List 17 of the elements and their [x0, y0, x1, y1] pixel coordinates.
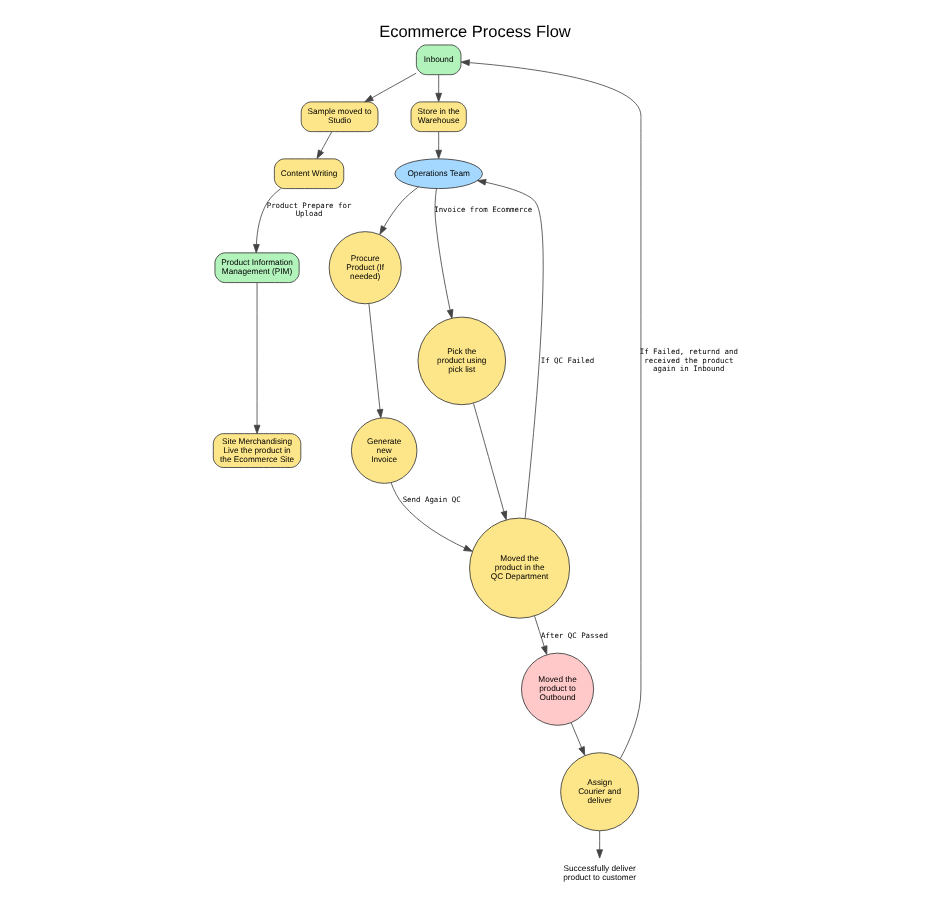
arrow: [434, 74, 441, 102]
diagram-title: Ecommerce Process Flow: [378, 22, 570, 41]
arrow: [367, 303, 383, 419]
arrow: [472, 402, 507, 521]
arrow: [459, 59, 641, 759]
arrow: [315, 131, 332, 159]
arrow: [476, 179, 543, 519]
arrow: [569, 722, 585, 756]
arrow: [363, 72, 416, 103]
arrow: [252, 282, 260, 434]
arrow: [434, 131, 441, 159]
arrow: [378, 186, 418, 235]
arrow: [389, 482, 472, 552]
arrow: [533, 615, 547, 655]
arrow: [252, 188, 281, 254]
arrow: [595, 830, 602, 859]
arrow: [433, 188, 453, 319]
